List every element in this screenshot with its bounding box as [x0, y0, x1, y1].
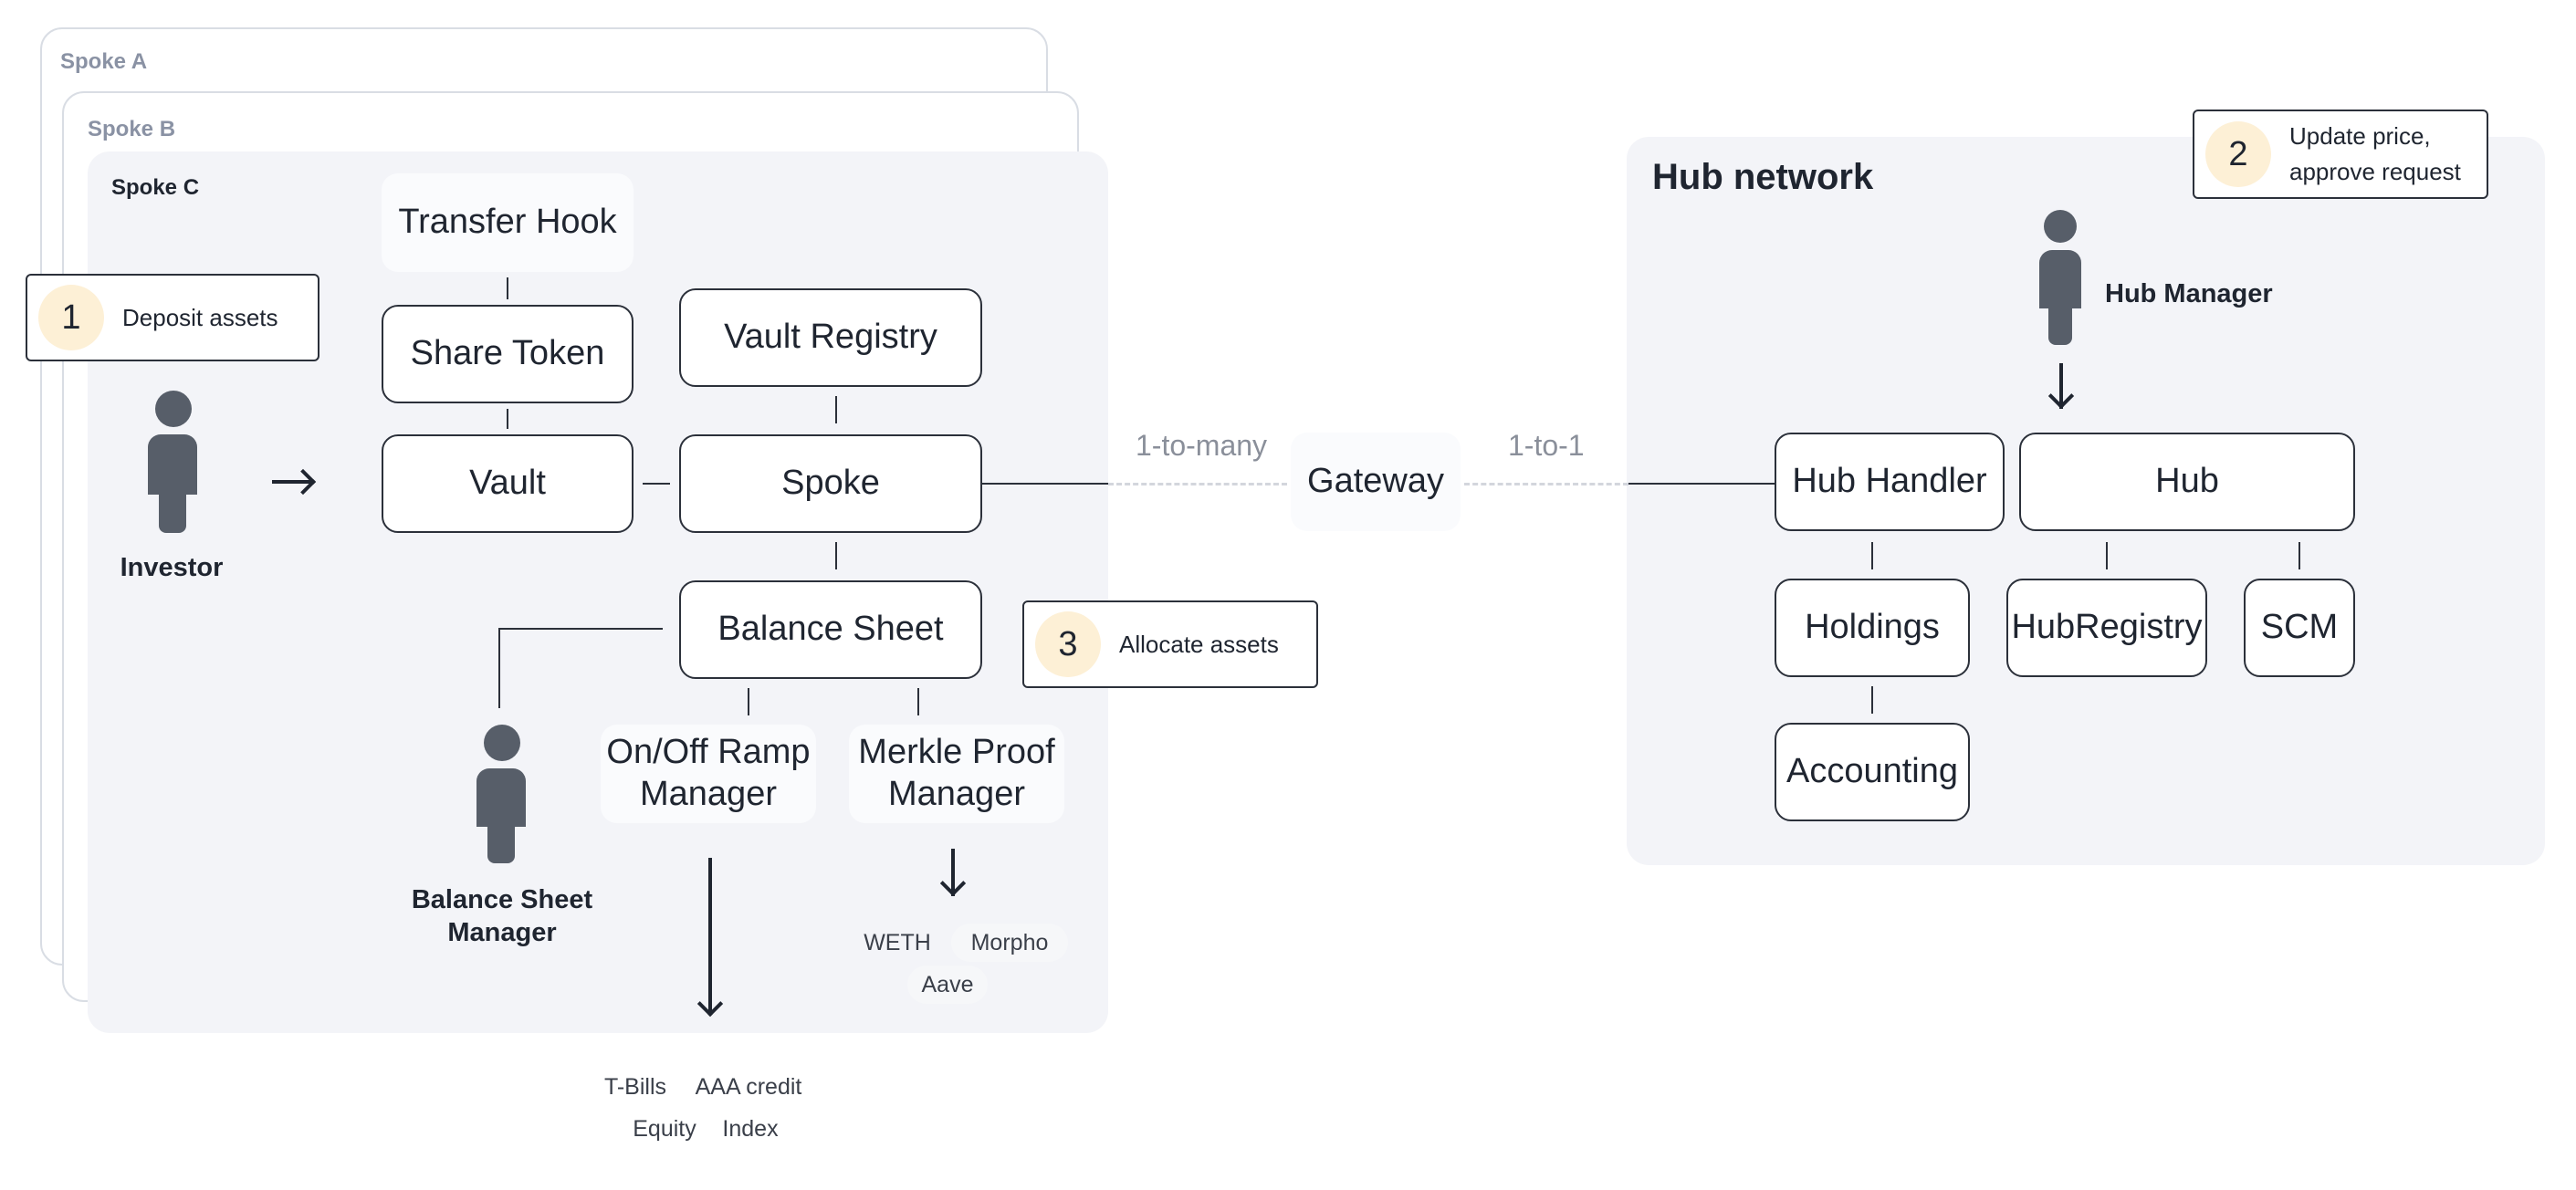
connector-balance-manager-v	[498, 628, 500, 708]
step-2-label-line1: Update price,	[2289, 122, 2431, 150]
investor-person-icon	[146, 391, 199, 533]
merkle-asset-chip: WETH	[864, 929, 931, 955]
connector-holdings-accounting	[1871, 686, 1873, 714]
bsm-label-line2: Manager	[447, 918, 557, 948]
hub-manager-arrow-shaft	[2059, 363, 2063, 409]
investor-arrow-shaft	[272, 480, 314, 484]
connector-share-vault	[507, 409, 508, 429]
connector-hook-share	[507, 277, 508, 299]
vault-registry-node: Vault Registry	[679, 288, 982, 387]
connector-hub-registry	[2106, 542, 2108, 569]
balance-sheet-node: Balance Sheet	[679, 580, 982, 679]
spoke-b-title: Spoke B	[88, 117, 176, 141]
connector-balance-ramp	[748, 688, 749, 715]
spoke-a-title: Spoke A	[60, 49, 148, 74]
ramp-asset-chip: AAA credit	[695, 1073, 802, 1100]
accounting-node: Accounting	[1775, 723, 1970, 821]
connector-spoke-balance	[835, 542, 837, 569]
step-2-number: 2	[2205, 121, 2271, 187]
spoke-node: Spoke	[679, 434, 982, 533]
step-3-callout: 3 Allocate assets	[1022, 600, 1318, 688]
step-3-number: 3	[1035, 611, 1101, 677]
merkle-arrow-shaft	[951, 849, 955, 896]
share-token-node: Share Token	[382, 305, 634, 403]
connector-hub-scm	[2299, 542, 2300, 569]
investor-label: Investor	[120, 553, 224, 582]
merkle-asset-chip: Morpho	[951, 924, 1068, 962]
holdings-node: Holdings	[1775, 579, 1970, 677]
connector-registry-spoke	[835, 396, 837, 423]
step-1-callout: 1 Deposit assets	[26, 274, 319, 361]
connector-vault-spoke	[643, 483, 670, 485]
step-2-label-line2: approve request	[2289, 158, 2461, 185]
ramp-asset-chip: Index	[722, 1115, 779, 1142]
step-2-label: Update price, approve request	[2289, 119, 2461, 190]
ramp-asset-chip: Equity	[633, 1115, 696, 1142]
connector-gateway-hub-solid	[1628, 483, 1775, 485]
gateway-node: Gateway	[1291, 433, 1461, 531]
step-1-number: 1	[38, 285, 104, 350]
connector-balance-manager-h	[498, 628, 663, 630]
merkle-asset-chip: Aave	[907, 966, 988, 1004]
hub-handler-node: Hub Handler	[1775, 433, 2005, 531]
onoff-ramp-manager-node: On/Off Ramp Manager	[601, 725, 816, 823]
step-1-label: Deposit assets	[122, 303, 278, 331]
edge-label-one-to-many: 1-to-many	[1136, 429, 1268, 462]
edge-label-one-to-one: 1-to-1	[1508, 429, 1585, 462]
merkle-line1: Merkle Proof	[858, 733, 1055, 772]
vault-node: Vault	[382, 434, 634, 533]
ramp-arrow-shaft	[708, 858, 712, 1013]
merkle-proof-manager-node: Merkle Proof Manager	[849, 725, 1064, 823]
connector-balance-merkle	[917, 688, 919, 715]
hub-registry-node: HubRegistry	[2006, 579, 2207, 677]
spoke-c-title: Spoke C	[111, 175, 200, 200]
hub-network-title: Hub network	[1652, 157, 1874, 197]
step-3-label: Allocate assets	[1119, 630, 1279, 658]
connector-spoke-gateway-dashed	[1108, 483, 1287, 485]
onoff-ramp-line2: Manager	[640, 775, 777, 813]
hub-manager-label: Hub Manager	[2105, 279, 2273, 308]
connector-handler-holdings	[1871, 542, 1873, 569]
balance-sheet-manager-person-icon	[475, 725, 528, 863]
balance-sheet-manager-label: Balance Sheet Manager	[383, 883, 621, 950]
bsm-label-line1: Balance Sheet	[411, 885, 593, 914]
step-2-callout: 2 Update price, approve request	[2193, 110, 2488, 199]
onoff-ramp-line1: On/Off Ramp	[606, 733, 811, 772]
hub-node: Hub	[2019, 433, 2355, 531]
ramp-asset-chip: T-Bills	[603, 1073, 667, 1100]
merkle-line2: Manager	[888, 775, 1025, 813]
connector-gateway-hub-dashed	[1464, 483, 1628, 485]
connector-spoke-gateway-solid	[982, 483, 1108, 485]
scm-node: SCM	[2244, 579, 2355, 677]
hub-manager-person-icon	[2037, 210, 2083, 345]
transfer-hook-node: Transfer Hook	[382, 173, 634, 272]
